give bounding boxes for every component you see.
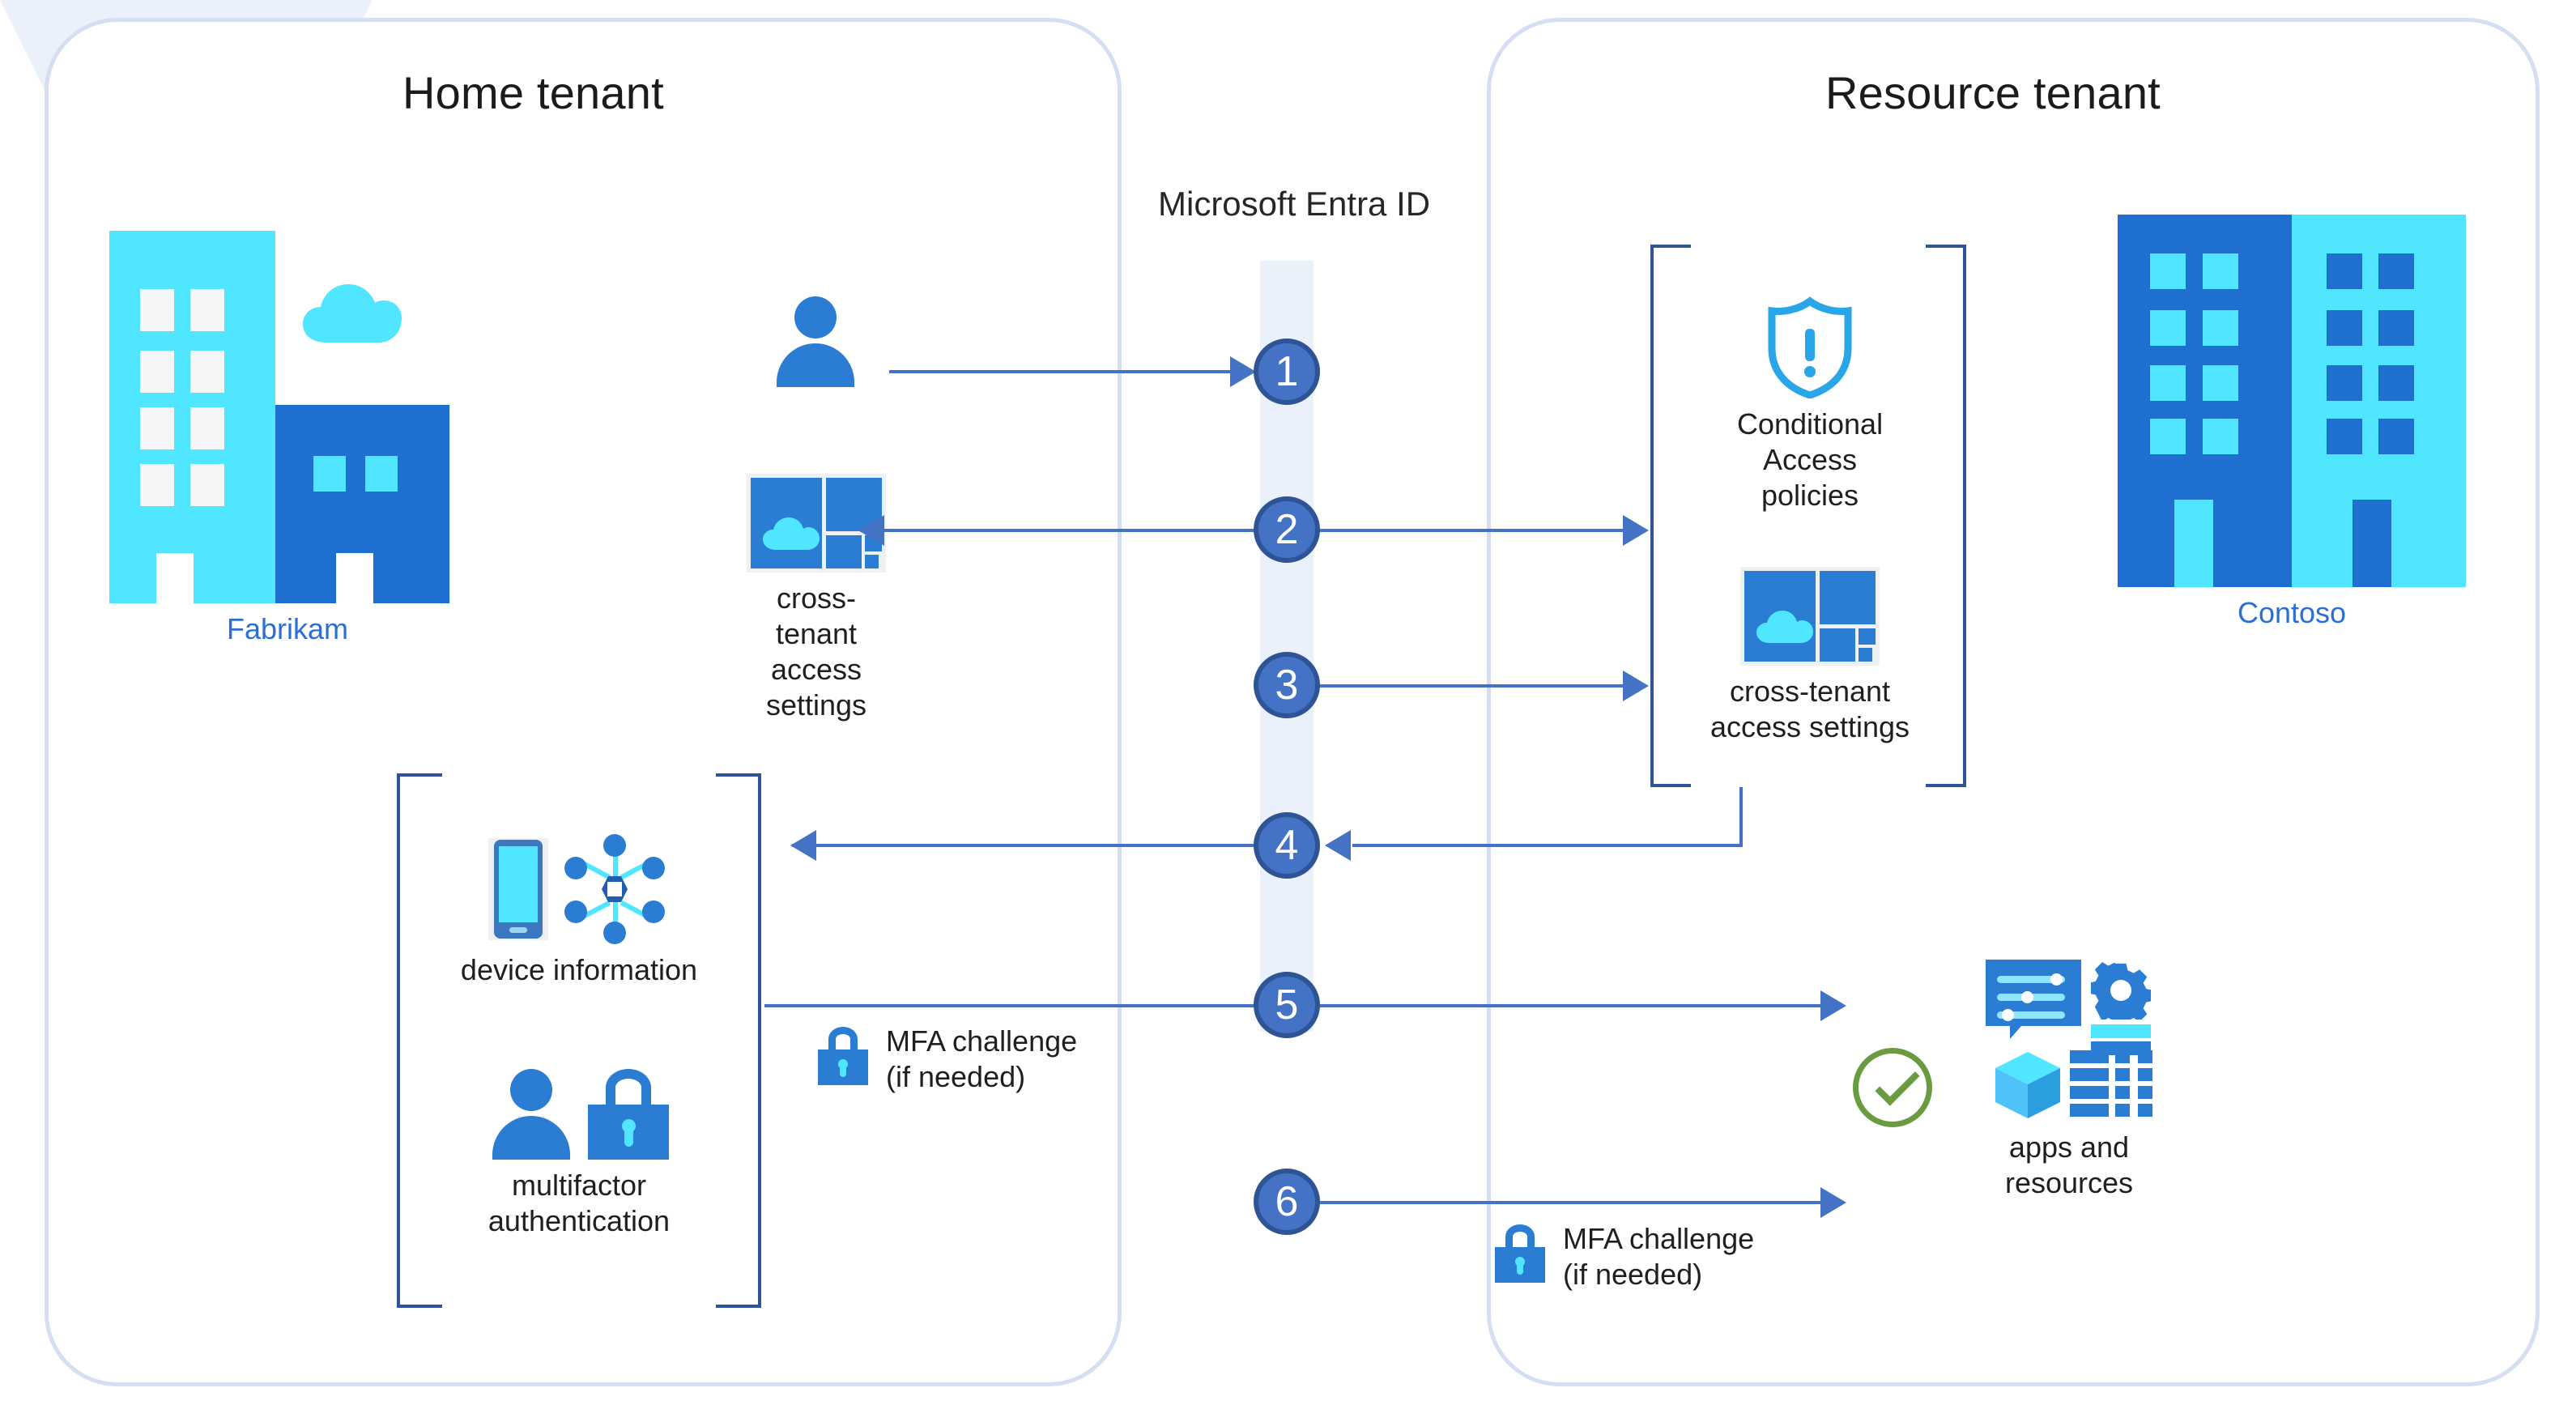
multifactor-authentication-icon bbox=[458, 1061, 700, 1160]
connector-step-1 bbox=[889, 370, 1233, 373]
network-hub-icon bbox=[560, 834, 670, 944]
connector-step-5-left bbox=[764, 1004, 1255, 1007]
check-circle-icon bbox=[1853, 1048, 1932, 1127]
fabrikam-label: Fabrikam bbox=[226, 612, 349, 645]
connector-step-5-arrowhead bbox=[1820, 990, 1846, 1021]
apps-and-resources-icon bbox=[1986, 960, 2152, 1122]
resource-cross-tenant-node: cross-tenant access settings bbox=[1688, 567, 1931, 745]
device-information-node: device information bbox=[458, 834, 700, 988]
connector-step-3-arrowhead bbox=[1623, 671, 1649, 701]
lock-icon bbox=[818, 1027, 868, 1085]
connector-step-4-left bbox=[792, 844, 1255, 847]
resource-tenant-title: Resource tenant bbox=[1825, 67, 2161, 118]
fabrikam-org-node: Fabrikam bbox=[101, 231, 474, 647]
resource-mfa-challenge-node: MFA challenge (if needed) bbox=[1495, 1221, 1754, 1292]
office-buildings-cloud-icon bbox=[101, 231, 474, 603]
connector-step-4-right bbox=[1352, 844, 1743, 847]
phone-icon bbox=[488, 838, 548, 940]
conditional-access-policies-node: Conditional Access policies bbox=[1688, 296, 1931, 513]
step-circle-5[interactable]: 5 bbox=[1254, 972, 1320, 1038]
cross-tenant-access-settings-icon bbox=[747, 474, 886, 573]
resource-policies-bracket bbox=[1650, 245, 1966, 787]
contoso-org-node: Contoso bbox=[2118, 215, 2466, 631]
home-mfa-challenge-label: MFA challenge (if needed) bbox=[886, 1024, 1078, 1093]
connector-step-6-arrowhead bbox=[1820, 1187, 1846, 1218]
connector-step-2-left bbox=[860, 529, 1255, 532]
resource-cross-tenant-label: cross-tenant access settings bbox=[1710, 675, 1910, 743]
step-circle-2[interactable]: 2 bbox=[1254, 496, 1320, 563]
user-icon bbox=[489, 1069, 573, 1160]
home-user-node bbox=[773, 296, 858, 387]
connector-step-6 bbox=[1318, 1201, 1822, 1204]
step-circle-4[interactable]: 4 bbox=[1254, 812, 1320, 879]
cross-tenant-access-settings-icon bbox=[1740, 567, 1880, 666]
connector-step-5-right bbox=[1318, 1004, 1822, 1007]
connector-step-3 bbox=[1318, 684, 1624, 688]
home-controls-bracket bbox=[397, 773, 761, 1308]
resource-mfa-challenge-label: MFA challenge (if needed) bbox=[1563, 1222, 1755, 1291]
step-circle-6[interactable]: 6 bbox=[1254, 1169, 1320, 1235]
entra-id-label: Microsoft Entra ID bbox=[1158, 185, 1431, 223]
cube-icon bbox=[1992, 1050, 2063, 1120]
contoso-label: Contoso bbox=[2237, 596, 2347, 629]
apps-and-resources-node: apps and resources bbox=[1972, 960, 2166, 1201]
data-grid-icon bbox=[2070, 1050, 2152, 1120]
home-cross-tenant-node: cross-tenant access settings bbox=[737, 474, 896, 723]
step-circle-3[interactable]: 3 bbox=[1254, 652, 1320, 718]
lock-icon bbox=[1495, 1224, 1545, 1283]
shield-exclamation-icon bbox=[1768, 296, 1852, 398]
connector-step-1-arrowhead bbox=[1230, 356, 1256, 387]
connector-step-2-right bbox=[1318, 529, 1624, 532]
step-circle-1[interactable]: 1 bbox=[1254, 338, 1320, 405]
device-information-label: device information bbox=[460, 953, 698, 986]
home-tenant-title: Home tenant bbox=[402, 67, 664, 118]
home-cross-tenant-label: cross-tenant access settings bbox=[765, 581, 867, 722]
device-information-icon bbox=[458, 834, 700, 944]
conditional-access-policies-label: Conditional Access policies bbox=[1736, 407, 1884, 512]
connector-step-4-vertical bbox=[1739, 787, 1743, 845]
connector-step-4-left-arrowhead bbox=[790, 830, 816, 861]
office-buildings-icon bbox=[2118, 215, 2466, 587]
connector-step-2-right-arrowhead bbox=[1623, 515, 1649, 546]
apps-and-resources-label: apps and resources bbox=[2004, 1130, 2134, 1199]
home-mfa-challenge-node: MFA challenge (if needed) bbox=[818, 1024, 1077, 1095]
connector-step-2-left-arrowhead bbox=[858, 515, 884, 546]
connector-step-4-right-arrowhead bbox=[1325, 830, 1351, 861]
user-icon bbox=[773, 296, 858, 387]
multifactor-authentication-node: multifactor authentication bbox=[458, 1061, 700, 1239]
multifactor-authentication-label: multifactor authentication bbox=[488, 1169, 671, 1237]
gear-icon bbox=[2091, 962, 2151, 1020]
lock-icon bbox=[588, 1069, 669, 1160]
